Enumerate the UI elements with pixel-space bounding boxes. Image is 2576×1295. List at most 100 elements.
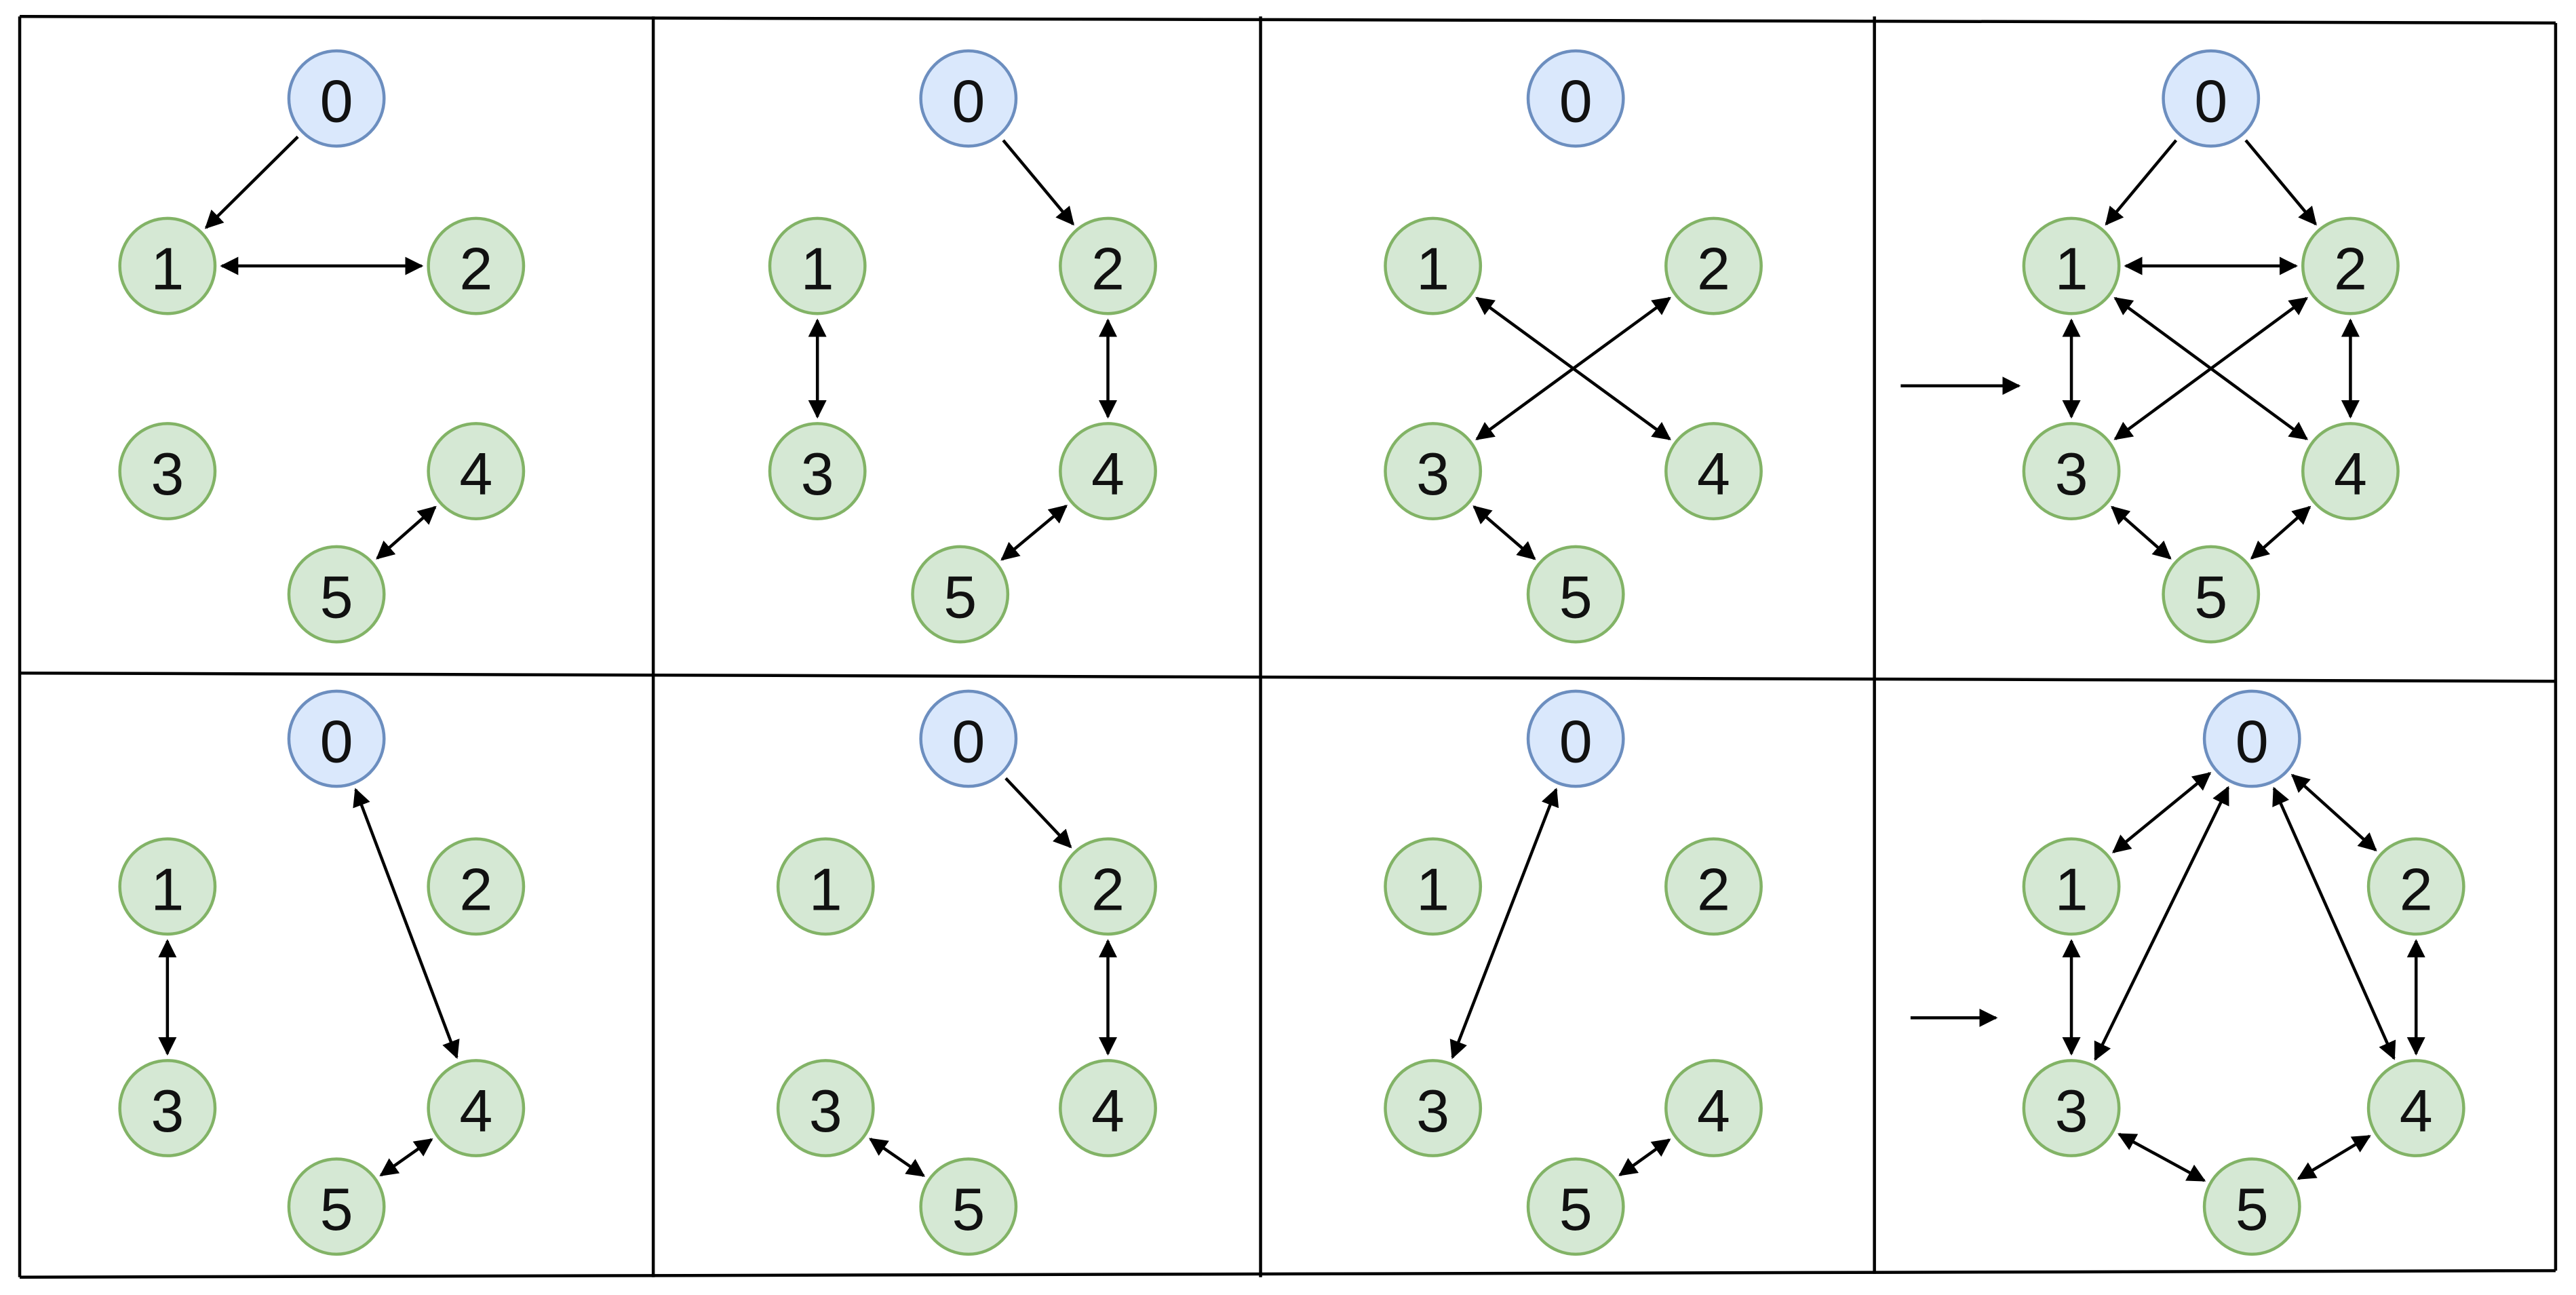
edge-bottom-union-4-5 <box>2297 1134 2371 1180</box>
node-bottom-2-0: 0 <box>919 689 1018 788</box>
node-circle <box>1664 1059 1763 1157</box>
edge-bottom-1-4-5 <box>379 1138 433 1177</box>
edge-top-union-0-2 <box>2244 139 2317 226</box>
node-circle <box>1384 837 1483 936</box>
node-circle <box>427 1059 526 1157</box>
node-circle <box>118 1059 217 1157</box>
edge-top-3-2-3 <box>1475 296 1671 441</box>
node-top-3-0: 0 <box>1526 49 1625 148</box>
node-top-2-5: 5 <box>911 545 1010 644</box>
node-top-union-2: 2 <box>2301 216 2400 315</box>
node-circle <box>2022 1059 2121 1157</box>
node-circle <box>1384 1059 1483 1157</box>
edge-bottom-3-0-3 <box>1449 788 1559 1060</box>
node-bottom-3-2: 2 <box>1664 837 1763 936</box>
node-top-1-1: 1 <box>118 216 217 315</box>
node-circle <box>1059 422 1157 520</box>
node-circle <box>2022 837 2121 936</box>
node-top-3-5: 5 <box>1526 545 1625 644</box>
node-label: 1 <box>151 855 184 923</box>
edge-top-1-4-5 <box>376 505 437 560</box>
node-top-2-1: 1 <box>768 216 867 315</box>
node-circle <box>768 422 867 520</box>
node-circle <box>1059 216 1157 315</box>
node-circle <box>1526 545 1625 644</box>
edge-bottom-union-0-2 <box>2290 773 2377 851</box>
node-circle <box>287 1157 386 1256</box>
node-circle <box>2162 545 2261 644</box>
node-circle <box>911 545 1010 644</box>
node-bottom-1-2: 2 <box>427 837 526 936</box>
node-label: 4 <box>1697 440 1730 507</box>
node-bottom-union-0: 0 <box>2202 689 2301 788</box>
edge-bottom-1-0-4 <box>353 788 460 1060</box>
node-circle <box>1384 216 1483 315</box>
node-circle <box>427 837 526 936</box>
node-bottom-union-4: 4 <box>2366 1059 2465 1157</box>
node-circle <box>768 216 867 315</box>
node-bottom-1-5: 5 <box>287 1157 386 1256</box>
node-label: 2 <box>2400 855 2433 923</box>
node-label: 0 <box>2194 68 2227 135</box>
node-label: 2 <box>459 235 492 303</box>
node-label: 5 <box>1559 564 1593 631</box>
node-label: 5 <box>320 564 353 631</box>
node-bottom-1-4: 4 <box>427 1059 526 1157</box>
node-label: 2 <box>459 855 492 923</box>
node-circle <box>118 216 217 315</box>
node-circle <box>1384 422 1483 520</box>
node-bottom-2-4: 4 <box>1059 1059 1157 1157</box>
node-top-3-2: 2 <box>1664 216 1763 315</box>
edge-bottom-union-0-1 <box>2112 772 2212 853</box>
node-label: 4 <box>459 1077 492 1144</box>
node-circle <box>1664 422 1763 520</box>
node-label: 2 <box>1697 235 1730 303</box>
node-label: 2 <box>2334 235 2367 303</box>
node-circle <box>1526 1157 1625 1256</box>
node-bottom-3-1: 1 <box>1384 837 1483 936</box>
root-node-circle <box>2162 49 2261 148</box>
node-circle <box>1664 216 1763 315</box>
node-label: 4 <box>1091 1077 1125 1144</box>
root-node-circle <box>287 49 386 148</box>
edge-bottom-2-3-5 <box>869 1138 926 1178</box>
node-bottom-2-5: 5 <box>919 1157 1018 1256</box>
edges <box>158 136 2425 1182</box>
node-bottom-2-1: 1 <box>776 837 875 936</box>
node-label: 3 <box>1416 1077 1449 1144</box>
node-label: 0 <box>952 708 985 775</box>
edge-top-2-0-2 <box>1002 139 1074 226</box>
edge-top-3-3-5 <box>1472 505 1536 560</box>
node-circle <box>919 1157 1018 1256</box>
edge-top-union-4-5 <box>2250 505 2311 560</box>
panel-frame <box>18 14 2558 1279</box>
edge-bottom-union-0-3 <box>2094 786 2230 1061</box>
edge-top-union-0-1 <box>2105 139 2178 226</box>
root-node-circle <box>1526 49 1625 148</box>
node-label: 4 <box>1091 440 1125 507</box>
node-label: 3 <box>1416 440 1449 507</box>
node-top-3-1: 1 <box>1384 216 1483 315</box>
node-label: 4 <box>1697 1077 1730 1144</box>
node-label: 3 <box>801 440 834 507</box>
node-top-union-4: 4 <box>2301 422 2400 520</box>
node-label: 5 <box>320 1176 353 1243</box>
edge-top-1-0-1 <box>204 136 299 229</box>
node-circle <box>2022 216 2121 315</box>
node-label: 4 <box>459 440 492 507</box>
node-top-1-2: 2 <box>427 216 526 315</box>
node-circle <box>2022 422 2121 520</box>
node-top-union-3: 3 <box>2022 422 2121 520</box>
node-circle <box>776 837 875 936</box>
node-top-1-0: 0 <box>287 49 386 148</box>
node-label: 1 <box>1416 855 1449 923</box>
node-top-union-5: 5 <box>2162 545 2261 644</box>
node-circle <box>118 422 217 520</box>
node-top-3-4: 4 <box>1664 422 1763 520</box>
node-top-2-2: 2 <box>1059 216 1157 315</box>
frame-line <box>20 671 2556 683</box>
node-label: 0 <box>2236 708 2269 775</box>
node-label: 2 <box>1091 855 1125 923</box>
frame-line <box>20 1269 2556 1279</box>
node-top-union-0: 0 <box>2162 49 2261 148</box>
